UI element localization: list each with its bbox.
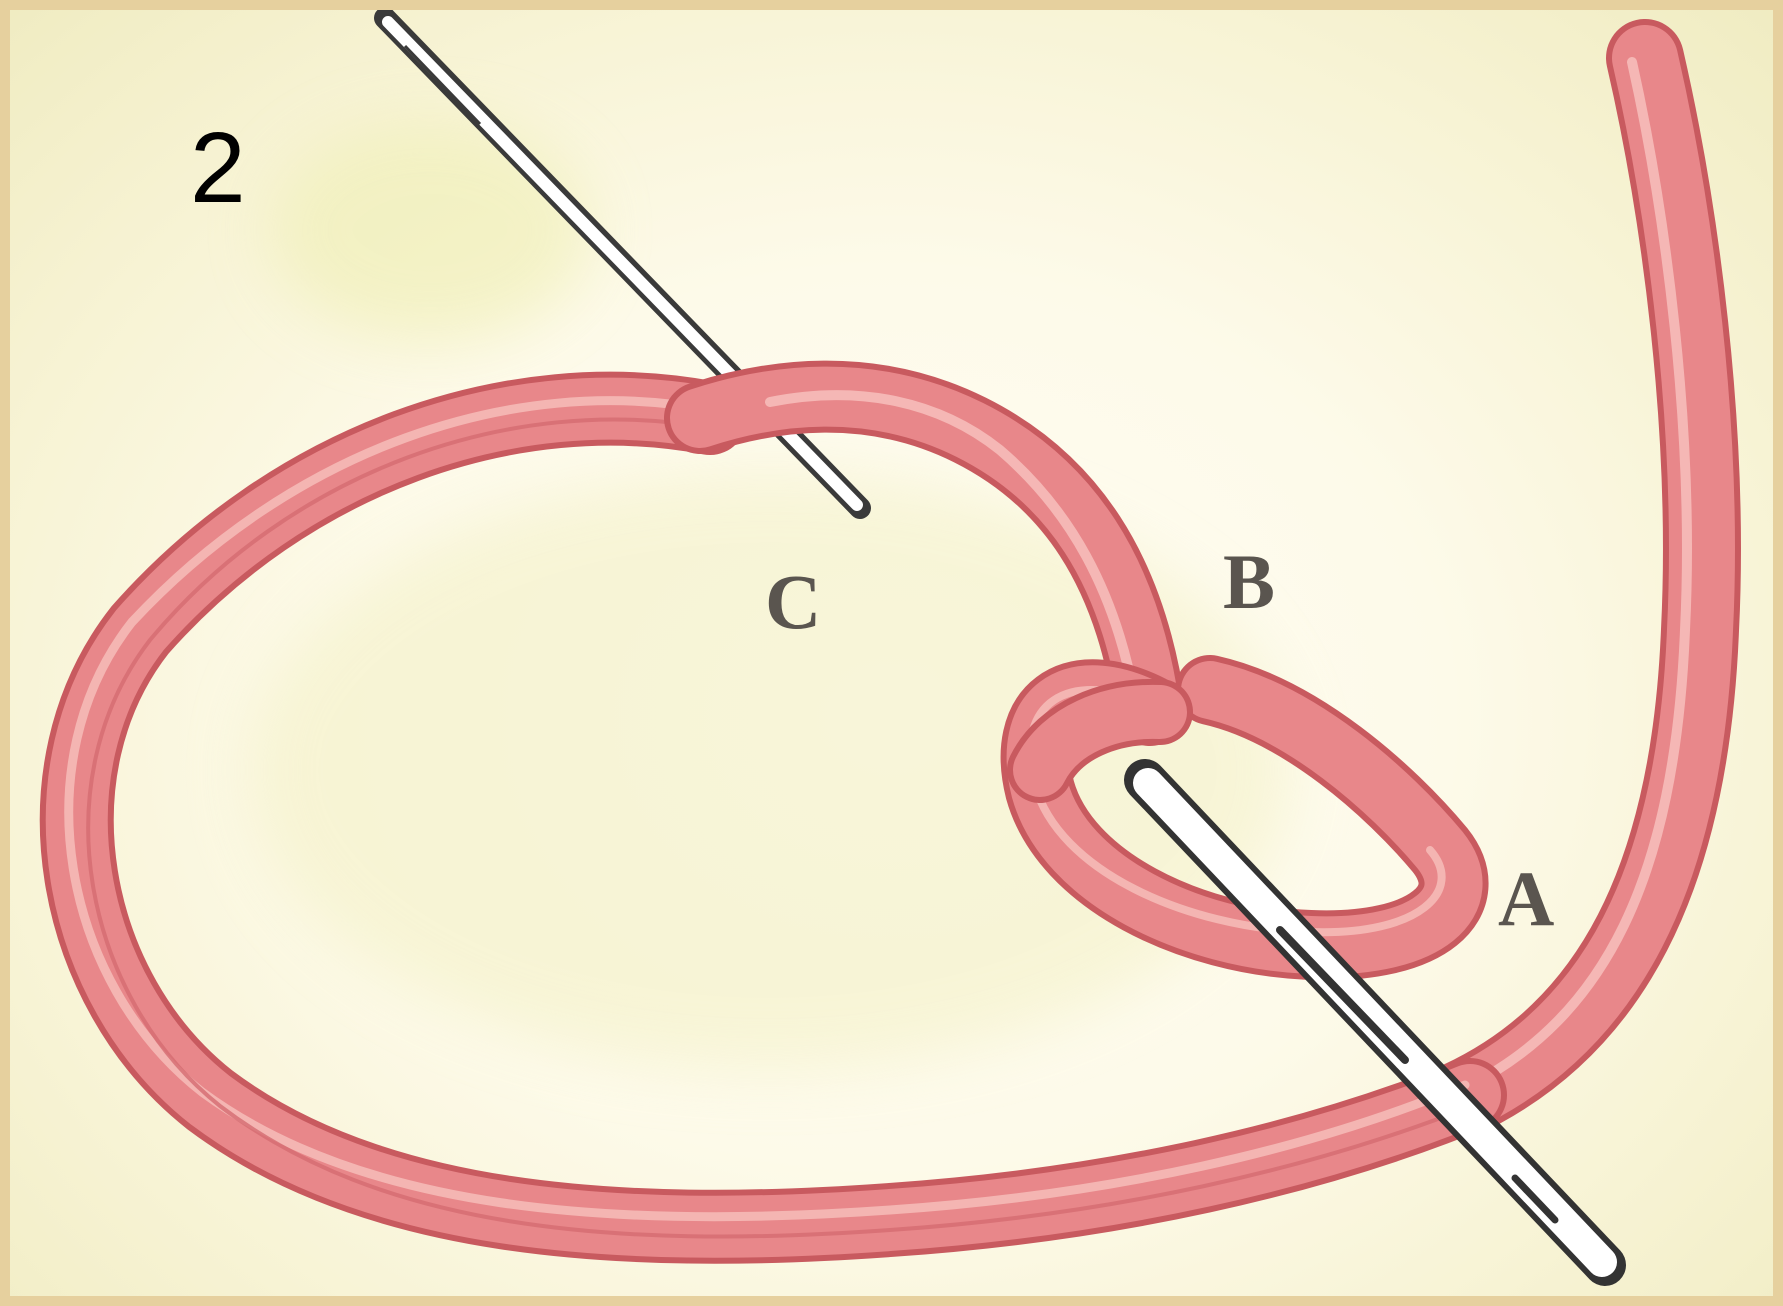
- point-label-b: B: [1223, 538, 1275, 625]
- point-label-c: C: [765, 558, 821, 645]
- point-label-a: A: [1498, 855, 1554, 942]
- step-number: 2: [190, 118, 246, 218]
- embroidery-stitch-illustration: C B A: [10, 10, 1773, 1296]
